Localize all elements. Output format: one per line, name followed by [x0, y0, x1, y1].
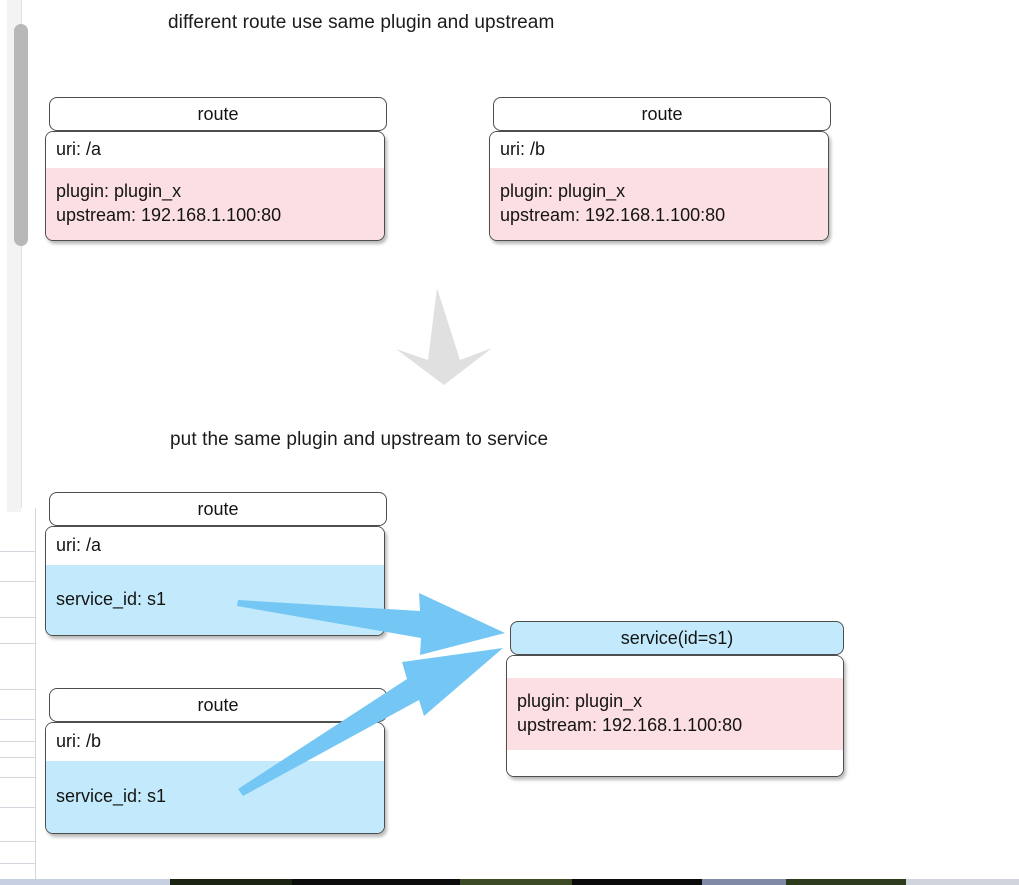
node-row-spacer-top: [507, 656, 843, 678]
before-section-title: different route use same plugin and upst…: [168, 12, 555, 33]
scrollbar-divider: [21, 0, 22, 508]
node-row-uri: uri: /a: [46, 132, 384, 168]
spreadsheet-row-5[interactable]: [0, 644, 35, 690]
node-row-plugin-upstream: plugin: plugin_x upstream: 192.168.1.100…: [490, 168, 828, 240]
node-route-b-before-body: uri: /b plugin: plugin_x upstream: 192.1…: [489, 131, 829, 241]
node-header-label: route: [197, 103, 239, 124]
taskbar-segment-2[interactable]: [170, 879, 292, 885]
spreadsheet-row-10[interactable]: [0, 778, 35, 808]
taskbar-segment-6[interactable]: [702, 879, 786, 885]
taskbar-segment-7[interactable]: [786, 879, 906, 885]
after-section-title: put the same plugin and upstream to serv…: [170, 429, 549, 450]
node-row-uri: uri: /b: [46, 723, 384, 761]
node-route-a-before-body: uri: /a plugin: plugin_x upstream: 192.1…: [45, 131, 385, 241]
taskbar-segment-5[interactable]: [572, 879, 702, 885]
spreadsheet-row-6[interactable]: [0, 690, 35, 720]
spreadsheet-row-4[interactable]: [0, 618, 35, 644]
vertical-scrollbar-thumb[interactable]: [14, 24, 28, 246]
node-header-label: route: [197, 498, 239, 519]
spreadsheet-row-3[interactable]: [0, 582, 35, 618]
node-route-a-before-header: route: [49, 97, 387, 131]
node-service-s1-header: service(id=s1): [510, 621, 844, 655]
bottom-taskbar-strip[interactable]: [0, 879, 1019, 885]
taskbar-segment-8[interactable]: [906, 879, 1019, 885]
taskbar-segment-1[interactable]: [0, 879, 170, 885]
node-row-uri: uri: /b: [490, 132, 828, 168]
node-header-label: route: [197, 694, 239, 715]
node-route-a-after-header: route: [49, 492, 387, 526]
node-route-b-after-header: route: [49, 688, 387, 722]
node-service-s1-body: plugin: plugin_x upstream: 192.168.1.100…: [506, 655, 844, 777]
taskbar-segment-4[interactable]: [460, 879, 572, 885]
node-route-b-after-body: uri: /b service_id: s1: [45, 722, 385, 834]
spreadsheet-row-9[interactable]: [0, 758, 35, 778]
node-row-spacer-bottom: [507, 750, 843, 776]
spreadsheet-row-12[interactable]: [0, 842, 35, 864]
spreadsheet-row-11[interactable]: [0, 808, 35, 842]
node-row-plugin-upstream: plugin: plugin_x upstream: 192.168.1.100…: [46, 168, 384, 240]
node-row-uri: uri: /a: [46, 527, 384, 565]
node-row-plugin-upstream: plugin: plugin_x upstream: 192.168.1.100…: [507, 678, 843, 750]
node-row-service-id: service_id: s1: [46, 761, 384, 833]
node-header-label: route: [641, 103, 683, 124]
node-route-b-before-header: route: [493, 97, 831, 131]
node-route-a-after-body: uri: /a service_id: s1: [45, 526, 385, 636]
taskbar-segment-3[interactable]: [292, 879, 460, 885]
spreadsheet-row-2[interactable]: [0, 552, 35, 582]
spreadsheet-row-7[interactable]: [0, 720, 35, 742]
node-row-service-id: service_id: s1: [46, 565, 384, 635]
spreadsheet-row-1[interactable]: [0, 508, 35, 552]
transform-down-arrow: [396, 288, 492, 385]
vertical-scrollbar-track[interactable]: [7, 0, 28, 512]
spreadsheet-row-8[interactable]: [0, 742, 35, 758]
node-header-label: service(id=s1): [620, 627, 734, 648]
